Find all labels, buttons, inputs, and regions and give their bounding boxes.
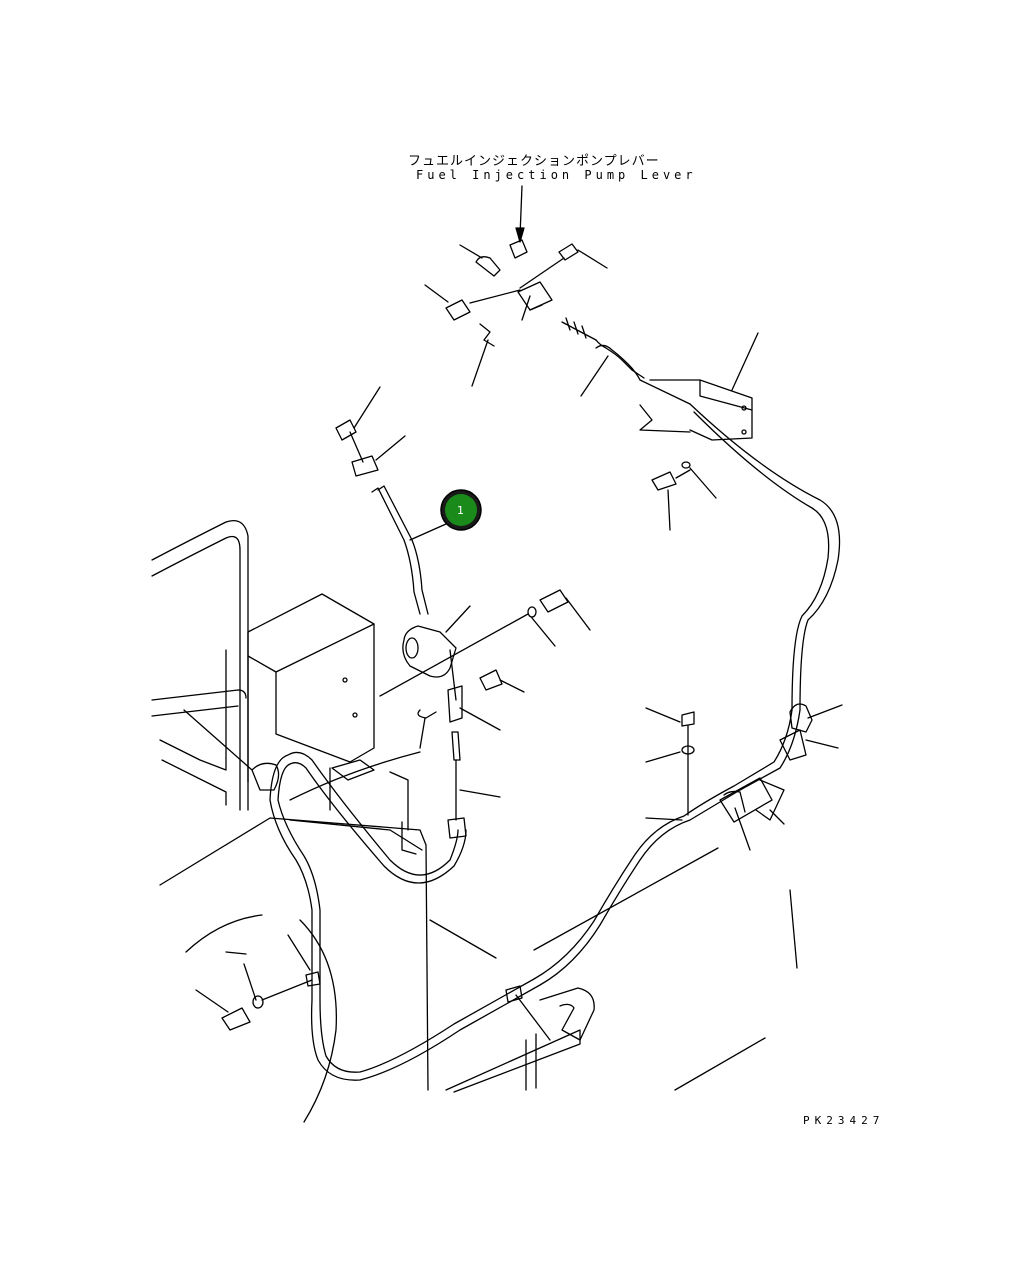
callout-number: 1 bbox=[457, 504, 464, 517]
pump-bolts bbox=[379, 589, 591, 697]
cable-end-boot bbox=[561, 317, 691, 405]
lever-label-japanese: フュエルインジェクションポンプレバー bbox=[408, 154, 660, 169]
callout-1: 1 bbox=[440, 489, 482, 531]
injection-pump-assembly bbox=[335, 386, 501, 839]
lever-label-english: Fuel Injection Pump Lever bbox=[416, 168, 697, 182]
label-arrow bbox=[515, 185, 525, 243]
drawing-number: PK23427 bbox=[803, 1114, 885, 1127]
lower-mounting bbox=[185, 914, 766, 1123]
cable-clamp-lower bbox=[645, 707, 695, 821]
cable-bracket bbox=[639, 332, 759, 531]
lever-clamp-assembly bbox=[424, 239, 608, 387]
control-cable bbox=[269, 403, 843, 1081]
engine-housing bbox=[151, 519, 719, 1091]
